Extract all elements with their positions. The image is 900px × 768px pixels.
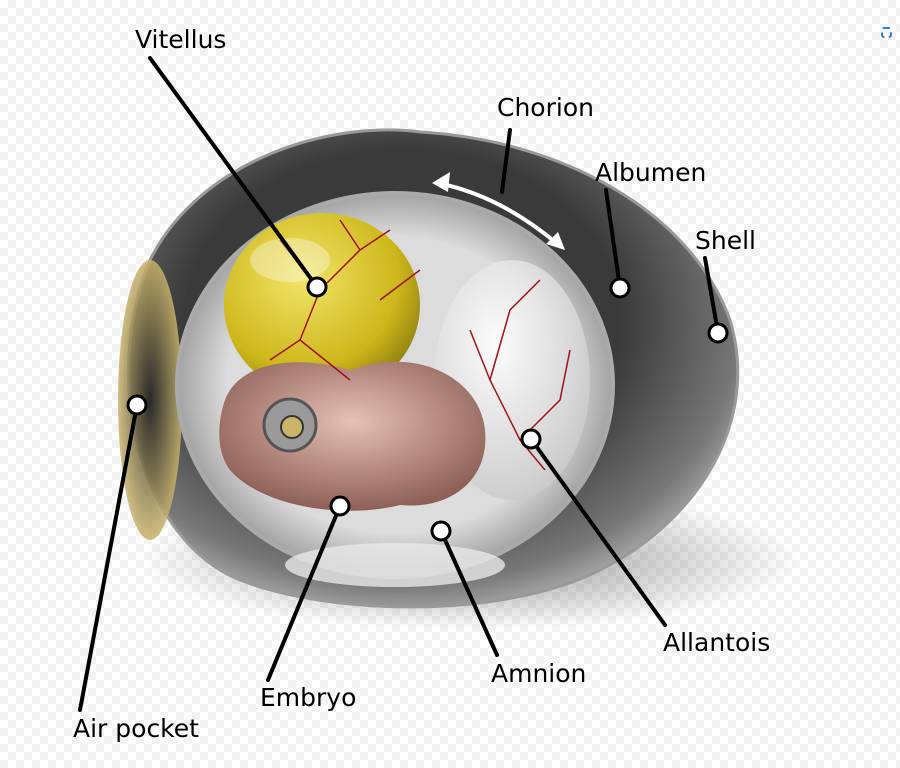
label-chorion: Chorion [497,93,594,122]
embryo-body [219,361,486,511]
label-points [126,276,729,542]
leader-lines [78,56,720,712]
label-amnion: Amnion [491,659,586,688]
label-shell: Shell [695,226,756,255]
label-allantois: Allantois [663,628,770,657]
label-vitellus: Vitellus [135,25,226,54]
vitellus-yolk [224,213,420,397]
label-embryo: Embryo [260,683,356,712]
expand-image-icon[interactable] [881,27,892,38]
air-pocket [118,260,182,540]
chorion-arrow [435,181,562,248]
label-air-pocket: Air pocket [73,714,199,743]
label-albumen: Albumen [595,158,706,187]
albumen-reflection [285,543,505,587]
